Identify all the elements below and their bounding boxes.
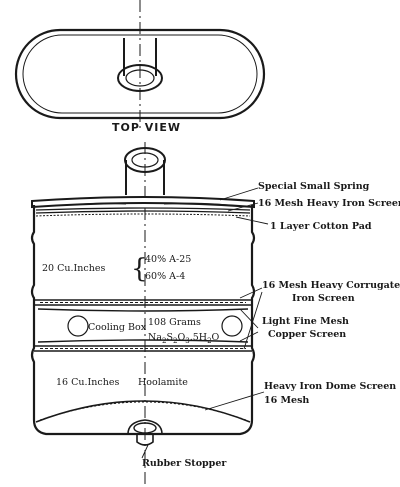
cooling-box-hole-right xyxy=(221,315,243,337)
top-view-oval-inner xyxy=(22,34,258,114)
brace: { xyxy=(131,254,148,284)
rubber-stopper xyxy=(127,419,163,446)
special-spring-label: Special Small Spring xyxy=(258,181,370,192)
canister-left-wall xyxy=(30,205,36,420)
dome-screen-label-2: 16 Mesh xyxy=(264,395,309,406)
formula-label: Na2S2O3.5H2O xyxy=(148,332,220,345)
canister-lid xyxy=(31,196,255,209)
top-view-label: TOP VIEW xyxy=(112,121,181,134)
mix-a4-label: 60% A-4 xyxy=(145,271,185,282)
dome-screen-inner xyxy=(39,401,247,421)
hoolamite-label: Hoolamite xyxy=(138,377,188,388)
mesh-iron-screen-label: 16 Mesh Heavy Iron Screen xyxy=(258,198,400,209)
canister-right-wall xyxy=(250,205,256,420)
inlet-tube xyxy=(124,147,166,195)
volume-bottom-label: 16 Cu.Inches xyxy=(56,377,119,388)
corrugated-iron-screen-lower xyxy=(34,345,252,352)
corrugated-screen-label-2: Iron Screen xyxy=(292,293,355,304)
copper-screen-label-2: Copper Screen xyxy=(268,329,346,340)
side-view xyxy=(30,142,256,487)
corrugated-screen-label-1: 16 Mesh Heavy Corrugated xyxy=(262,280,400,291)
canister-bottom xyxy=(32,419,254,436)
grams-label: 108 Grams xyxy=(148,317,201,328)
mix-a25-label: 40% A-25 xyxy=(145,254,191,265)
copper-screen-label-1: Light Fine Mesh xyxy=(262,316,349,327)
top-view-oval xyxy=(14,28,266,120)
cooling-box-hole-left xyxy=(67,315,89,337)
callout-leaders xyxy=(141,187,269,459)
dome-screen xyxy=(35,400,251,423)
cooling-box xyxy=(37,308,249,343)
top-iron-screen xyxy=(35,207,251,214)
volume-top-label: 20 Cu.Inches xyxy=(42,263,105,274)
special-spring xyxy=(69,202,229,206)
cooling-box-label: Cooling Box xyxy=(88,322,147,333)
rubber-stopper-label: Rubber Stopper xyxy=(142,458,227,469)
top-view: TOP VIEW xyxy=(14,0,266,134)
cotton-pad-label: 1 Layer Cotton Pad xyxy=(270,221,372,232)
cotton-pad xyxy=(35,213,251,217)
corrugated-iron-screen-upper xyxy=(34,299,252,306)
dome-screen-label-1: Heavy Iron Dome Screen xyxy=(264,381,396,392)
